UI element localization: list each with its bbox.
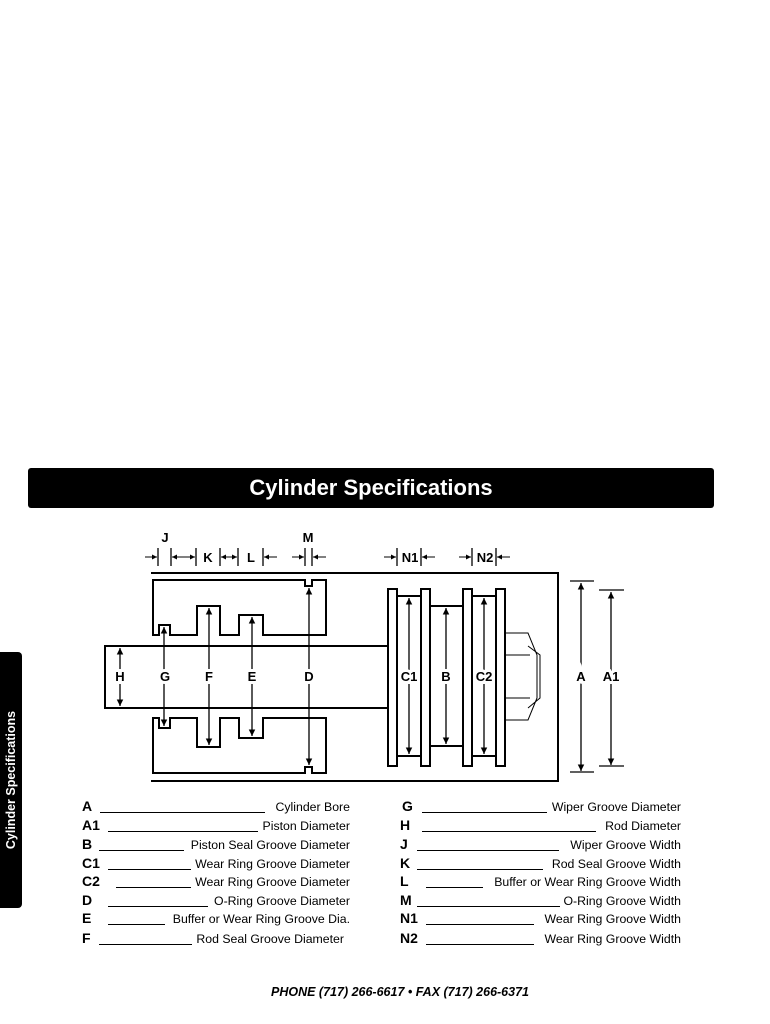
spec-label: Wear Ring Groove Width [544, 932, 681, 946]
spec-blank-line[interactable] [422, 831, 596, 832]
contact-footer: PHONE (717) 266-6617 • FAX (717) 266-637… [271, 985, 529, 999]
dim-label-m: M [303, 530, 314, 545]
spec-row: A1 Piston Diameter [80, 817, 350, 835]
spec-letter: C2 [82, 873, 100, 889]
dim-label-g: G [160, 669, 170, 684]
spec-blank-line[interactable] [99, 850, 184, 851]
bore-outline [151, 572, 559, 782]
spec-blank-line[interactable] [417, 850, 559, 851]
dim-label-c1: C1 [401, 669, 418, 684]
spec-blank-line[interactable] [99, 944, 192, 945]
spec-row: M O-Ring Groove Width [398, 892, 681, 910]
spec-blank-line[interactable] [422, 812, 547, 813]
spec-row: C2 Wear Ring Groove Diameter [80, 873, 350, 891]
section-title: Cylinder Specifications [249, 475, 493, 500]
spec-label: Buffer or Wear Ring Groove Dia. [172, 912, 350, 926]
spec-row: L Buffer or Wear Ring Groove Width [398, 873, 681, 891]
rod [104, 645, 388, 709]
dim-label-e: E [248, 669, 257, 684]
spec-letter: M [400, 892, 412, 908]
spec-row: H Rod Diameter [398, 817, 681, 835]
dim-label-h: H [115, 669, 124, 684]
spec-row: E Buffer or Wear Ring Groove Dia. [80, 910, 350, 928]
spec-row: F Rod Seal Groove Diameter [80, 930, 350, 948]
spec-letter: E [82, 910, 92, 926]
spec-blank-line[interactable] [417, 906, 560, 907]
spec-blank-line[interactable] [108, 906, 208, 907]
spec-letter: C1 [82, 855, 100, 871]
dim-label-j: J [161, 530, 168, 545]
spec-label: Wiper Groove Diameter [551, 800, 681, 814]
dim-label-a1: A1 [603, 669, 620, 684]
spec-row: B Piston Seal Groove Diameter [80, 836, 350, 854]
spec-row: N2 Wear Ring Groove Width [398, 930, 681, 948]
spec-label: Rod Seal Groove Width [551, 857, 681, 871]
dim-label-f: F [205, 669, 213, 684]
dim-label-d: D [304, 669, 313, 684]
nut [505, 632, 541, 721]
spec-label: Wear Ring Groove Diameter [195, 857, 350, 871]
dim-label-l: L [247, 550, 255, 565]
spec-letter: N2 [400, 930, 418, 946]
spec-label: O-Ring Groove Diameter [214, 894, 350, 908]
lower-gland [152, 717, 327, 774]
spec-blank-line[interactable] [100, 812, 265, 813]
spec-label: O-Ring Groove Width [563, 894, 681, 908]
side-tab: Cylinder Specifications [0, 652, 22, 908]
spec-label: Wear Ring Groove Diameter [195, 875, 350, 889]
spec-row: D O-Ring Groove Diameter [80, 892, 350, 910]
spec-list-left: A Cylinder Bore A1 Piston Diameter B Piston… [80, 798, 350, 958]
spec-letter: H [400, 817, 411, 833]
spec-label: Cylinder Bore [275, 800, 351, 814]
spec-label: Wiper Groove Width [570, 838, 681, 852]
spec-blank-line[interactable] [108, 831, 258, 832]
cylinder-diagram: J K L M N1 N2 H G F E D C1 B C2 A A1 [104, 530, 624, 782]
spec-blank-line[interactable] [108, 924, 165, 925]
spec-row: A Cylinder Bore [80, 798, 350, 816]
spec-letter: J [400, 836, 408, 852]
dim-label-n2: N2 [477, 550, 494, 565]
dim-label-n1: N1 [402, 550, 419, 565]
spec-label: Piston Diameter [262, 819, 350, 833]
spec-blank-line[interactable] [426, 944, 534, 945]
dim-label-k: K [203, 550, 213, 565]
spec-list-right: G Wiper Groove Diameter H Rod Diameter J Wi… [398, 798, 681, 958]
spec-label: Rod Diameter [605, 819, 681, 833]
spec-row: K Rod Seal Groove Width [398, 855, 681, 873]
spec-label: Buffer or Wear Ring Groove Width [494, 875, 681, 889]
spec-blank-line[interactable] [417, 869, 543, 870]
dim-label-a: A [576, 669, 586, 684]
spec-row: J Wiper Groove Width [398, 836, 681, 854]
spec-label: Piston Seal Groove Diameter [190, 838, 350, 852]
spec-letter: F [82, 930, 91, 946]
spec-blank-line[interactable] [426, 887, 483, 888]
spec-row: C1 Wear Ring Groove Diameter [80, 855, 350, 873]
upper-gland [152, 579, 327, 636]
spec-row: G Wiper Groove Diameter [398, 798, 681, 816]
spec-label: Wear Ring Groove Width [544, 912, 681, 926]
section-title-bar: Cylinder Specifications [28, 468, 714, 508]
spec-letter: G [402, 798, 413, 814]
spec-letter: K [400, 855, 411, 871]
spec-row: N1 Wear Ring Groove Width [398, 910, 681, 928]
spec-blank-line[interactable] [426, 924, 534, 925]
spec-letter: L [400, 873, 409, 889]
spec-blank-line[interactable] [108, 869, 191, 870]
spec-letter: A [82, 798, 93, 814]
spec-letter: A1 [82, 817, 100, 833]
dim-label-c2: C2 [476, 669, 493, 684]
spec-letter: D [82, 892, 93, 908]
spec-label: Rod Seal Groove Diameter [196, 932, 344, 946]
spec-blank-line[interactable] [116, 887, 191, 888]
spec-letter: N1 [400, 910, 418, 926]
dim-label-b: B [441, 669, 450, 684]
spec-letter: B [82, 836, 93, 852]
